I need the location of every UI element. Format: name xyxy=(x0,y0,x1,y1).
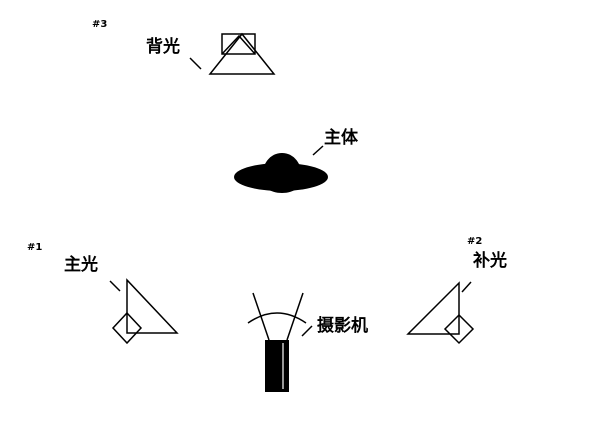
camera-leader xyxy=(301,325,313,337)
subject-label: 主体 xyxy=(324,128,358,148)
key-light-leader xyxy=(109,280,121,292)
back-light-number: #3 xyxy=(92,19,108,30)
key-light-fixture xyxy=(111,278,179,345)
subject-shape xyxy=(234,153,328,193)
key-light-number: #1 xyxy=(27,242,43,253)
fill-light-leader xyxy=(461,281,472,293)
back-light-fixture xyxy=(208,32,276,75)
fill-light-fixture xyxy=(406,281,475,345)
key-light-label: 主光 xyxy=(64,255,98,275)
back-light-label: 背光 xyxy=(146,37,180,57)
camera-label: 摄影机 xyxy=(317,316,368,336)
back-light-leader xyxy=(189,57,202,70)
subject-leader xyxy=(312,145,324,156)
fill-light-number: #2 xyxy=(467,236,483,247)
camera-shape xyxy=(247,292,307,392)
fill-light-label: 补光 xyxy=(473,251,507,271)
